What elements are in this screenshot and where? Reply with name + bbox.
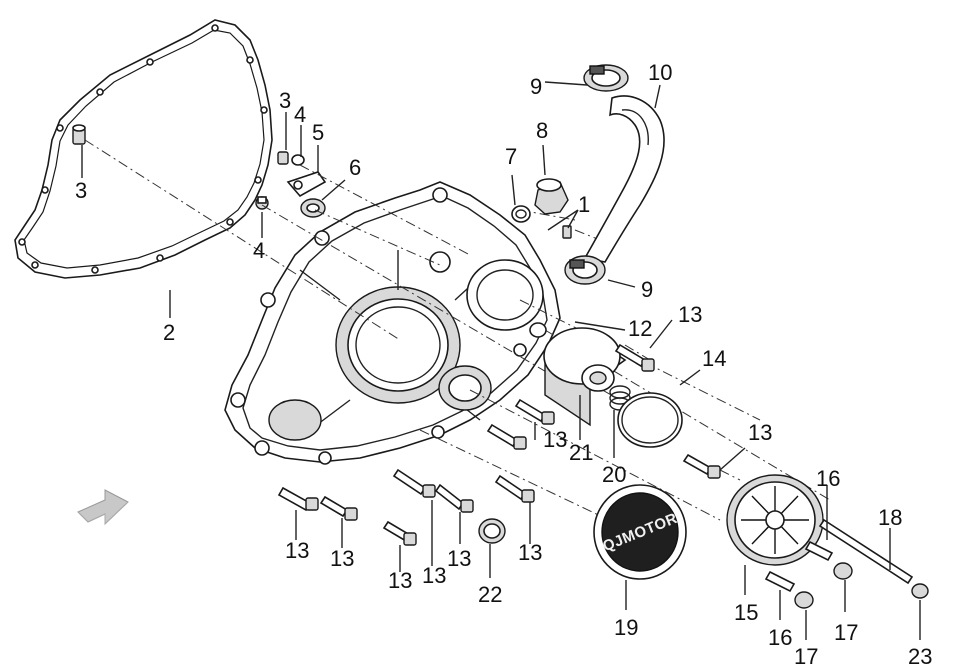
hose-part-10: [583, 95, 665, 263]
label-part-15: 15: [734, 600, 758, 625]
filler-cap-part-8: [534, 178, 569, 215]
leader-lines: [81, 81, 921, 640]
label-part-5: 5: [312, 120, 324, 145]
o-ring-part-12: [529, 322, 547, 338]
part-number-labels: 1 2 3 3 4 4 5 6 7 8 9 9 10 12 13 13 13 1…: [75, 60, 932, 669]
o-ring-part-14: [617, 392, 683, 448]
hose-clamp-bottom-part-9: [564, 255, 606, 285]
small-fittings-parts-3-6: [255, 151, 327, 218]
label-part-13-e: 13: [330, 546, 354, 571]
label-part-3-left: 3: [75, 178, 87, 203]
label-part-16-lower: 16: [768, 625, 792, 650]
filter-cover-part-15: [726, 474, 824, 566]
label-part-21: 21: [569, 440, 593, 465]
label-part-19: 19: [614, 615, 638, 640]
front-direction-arrow-icon: [77, 489, 129, 526]
label-part-12: 12: [628, 316, 652, 341]
label-part-16-upper: 16: [816, 466, 840, 491]
label-part-10: 10: [648, 60, 672, 85]
plug-part-22: [478, 518, 506, 544]
label-part-9-upper: 9: [530, 74, 542, 99]
label-part-13-i: 13: [518, 540, 542, 565]
label-part-8: 8: [536, 118, 548, 143]
label-part-13-g: 13: [422, 563, 446, 588]
label-part-6: 6: [349, 155, 361, 180]
label-part-18: 18: [878, 505, 902, 530]
hose-clamp-top-part-9: [583, 64, 629, 92]
label-part-20: 20: [602, 462, 626, 487]
label-part-23: 23: [908, 644, 932, 669]
label-part-13-f: 13: [388, 568, 412, 593]
gasket-part-2: [14, 19, 273, 279]
label-part-17-lower: 17: [794, 644, 818, 669]
small-pin-part-1: [562, 225, 572, 239]
label-part-14: 14: [702, 346, 726, 371]
label-part-13-b: 13: [543, 427, 567, 452]
dowel-pin-part-3: [72, 124, 86, 145]
label-part-1: 1: [578, 192, 590, 217]
oil-filter-part-21: [543, 327, 627, 427]
crankcase-cover-part-1: [224, 181, 561, 465]
label-part-22: 22: [478, 582, 502, 607]
label-part-13-c: 13: [748, 420, 772, 445]
bolts-part-13: [277, 343, 721, 546]
label-part-9-lower: 9: [641, 277, 653, 302]
label-part-4-lower: 4: [253, 238, 265, 263]
label-part-4-upper: 4: [294, 102, 306, 127]
label-part-13-h: 13: [447, 546, 471, 571]
label-part-7: 7: [505, 144, 517, 169]
studs-and-nuts-parts-16-18-23: [764, 518, 929, 609]
o-ring-part-7: [511, 205, 531, 223]
label-part-13-a: 13: [678, 302, 702, 327]
label-part-17-right: 17: [834, 620, 858, 645]
emblem-cover-part-19: QJMOTOR: [593, 484, 687, 580]
label-part-2: 2: [163, 320, 175, 345]
label-part-3-upper: 3: [279, 88, 291, 113]
label-part-13-d: 13: [285, 538, 309, 563]
